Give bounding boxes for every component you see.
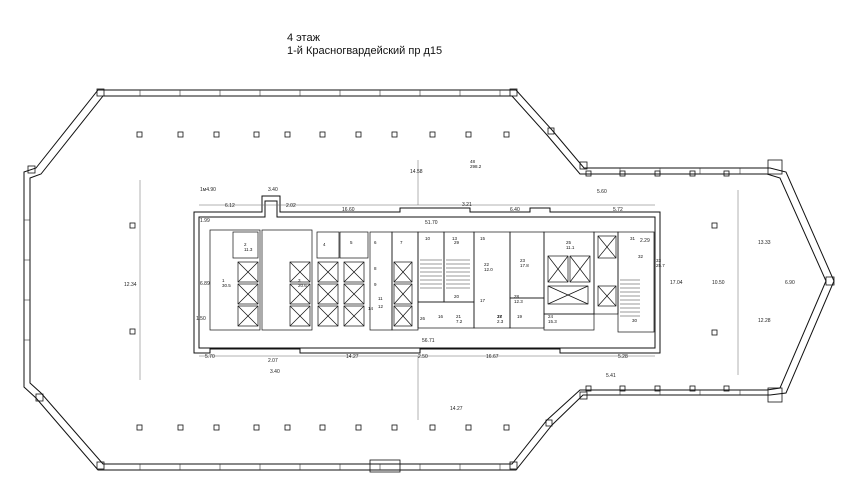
room-label: 13	[452, 236, 458, 241]
dim-label: 2.50	[418, 354, 428, 360]
dim-label: 2.29	[640, 238, 650, 244]
room-label: 15	[480, 236, 486, 241]
address-label: 1-й Красногвардейский пр д15	[287, 45, 443, 57]
dimension-lines	[139, 160, 739, 420]
room-label: 6	[374, 240, 377, 245]
window-marks	[24, 90, 741, 470]
dim-label: 2.02	[286, 203, 296, 209]
room-label: 8	[374, 266, 377, 271]
elevator-shafts	[237, 235, 617, 327]
dim-label: 17.04	[670, 280, 683, 286]
structural-columns	[129, 131, 730, 431]
room-label: 14	[368, 306, 374, 311]
central-core	[193, 195, 661, 354]
dim-label: 5.72	[613, 207, 623, 213]
dimension-labels: 1м4.90 6.12 3.40 2.02 16.60 3.21 6.40 5.…	[124, 169, 795, 412]
outer-wall-inner-line	[29, 95, 827, 465]
floor-label: 4 этаж	[287, 32, 320, 44]
dim-label: 6.90	[785, 280, 795, 286]
dim-label: 1.99	[200, 218, 210, 224]
dim-label: 1м4.90	[200, 187, 216, 193]
dim-label: 16.60	[342, 207, 355, 213]
room-label: 16	[438, 314, 444, 319]
plan-title: 4 этаж 1-й Красногвардейский пр д15	[287, 32, 442, 58]
room-label: 26	[420, 316, 426, 321]
dim-label: 14.27	[346, 354, 359, 360]
dim-label: 3.40	[268, 187, 278, 193]
room-label: 4	[323, 242, 326, 247]
room-label: 29	[454, 240, 460, 245]
room-label: 20	[454, 294, 460, 299]
room-label: 32	[638, 254, 644, 259]
dim-label: 5.60	[597, 189, 607, 195]
dim-label: 3.21	[462, 202, 472, 208]
room-label: 11	[378, 296, 383, 301]
dim-label: 6.89	[200, 281, 210, 287]
dim-label: 6.12	[225, 203, 235, 209]
dim-label: 1.50	[196, 316, 206, 322]
room-label: 18	[497, 314, 503, 319]
dim-label: 16.67	[486, 354, 499, 360]
dim-label: 13.33	[758, 240, 771, 246]
outer-wall	[23, 89, 835, 471]
outer-wall-outer-line	[23, 89, 835, 471]
dim-label: 5.41	[606, 373, 616, 379]
dim-label: 12.34	[124, 282, 137, 288]
corner-columns	[27, 88, 835, 473]
room-label: 9	[374, 282, 377, 287]
room-label: 10	[425, 236, 431, 241]
core-outline	[193, 195, 661, 354]
dim-label: 3.40	[270, 369, 280, 375]
dim-label: 56.71	[422, 338, 435, 344]
dim-label: 14.58	[410, 169, 423, 175]
dim-label: 14.27	[450, 406, 463, 412]
dim-label: 2.07	[268, 358, 278, 364]
room-label: 17	[480, 298, 486, 303]
room-label: 12	[378, 304, 384, 309]
dim-label: 51.70	[425, 220, 438, 226]
dim-label: 12.28	[758, 318, 771, 324]
dim-label: 10.50	[712, 280, 725, 286]
room-label: 30	[632, 318, 638, 323]
core-rooms	[209, 229, 655, 333]
room-label: 5	[350, 240, 353, 245]
dim-label: 5.28	[618, 354, 628, 360]
room-label: 19	[517, 314, 523, 319]
room-label: 31	[630, 236, 636, 241]
dim-label: 6.40	[510, 207, 520, 213]
room-label: 7	[400, 240, 403, 245]
core-outline-inner	[198, 200, 656, 349]
stairs	[420, 259, 640, 317]
dim-label: 5.70	[205, 354, 215, 360]
